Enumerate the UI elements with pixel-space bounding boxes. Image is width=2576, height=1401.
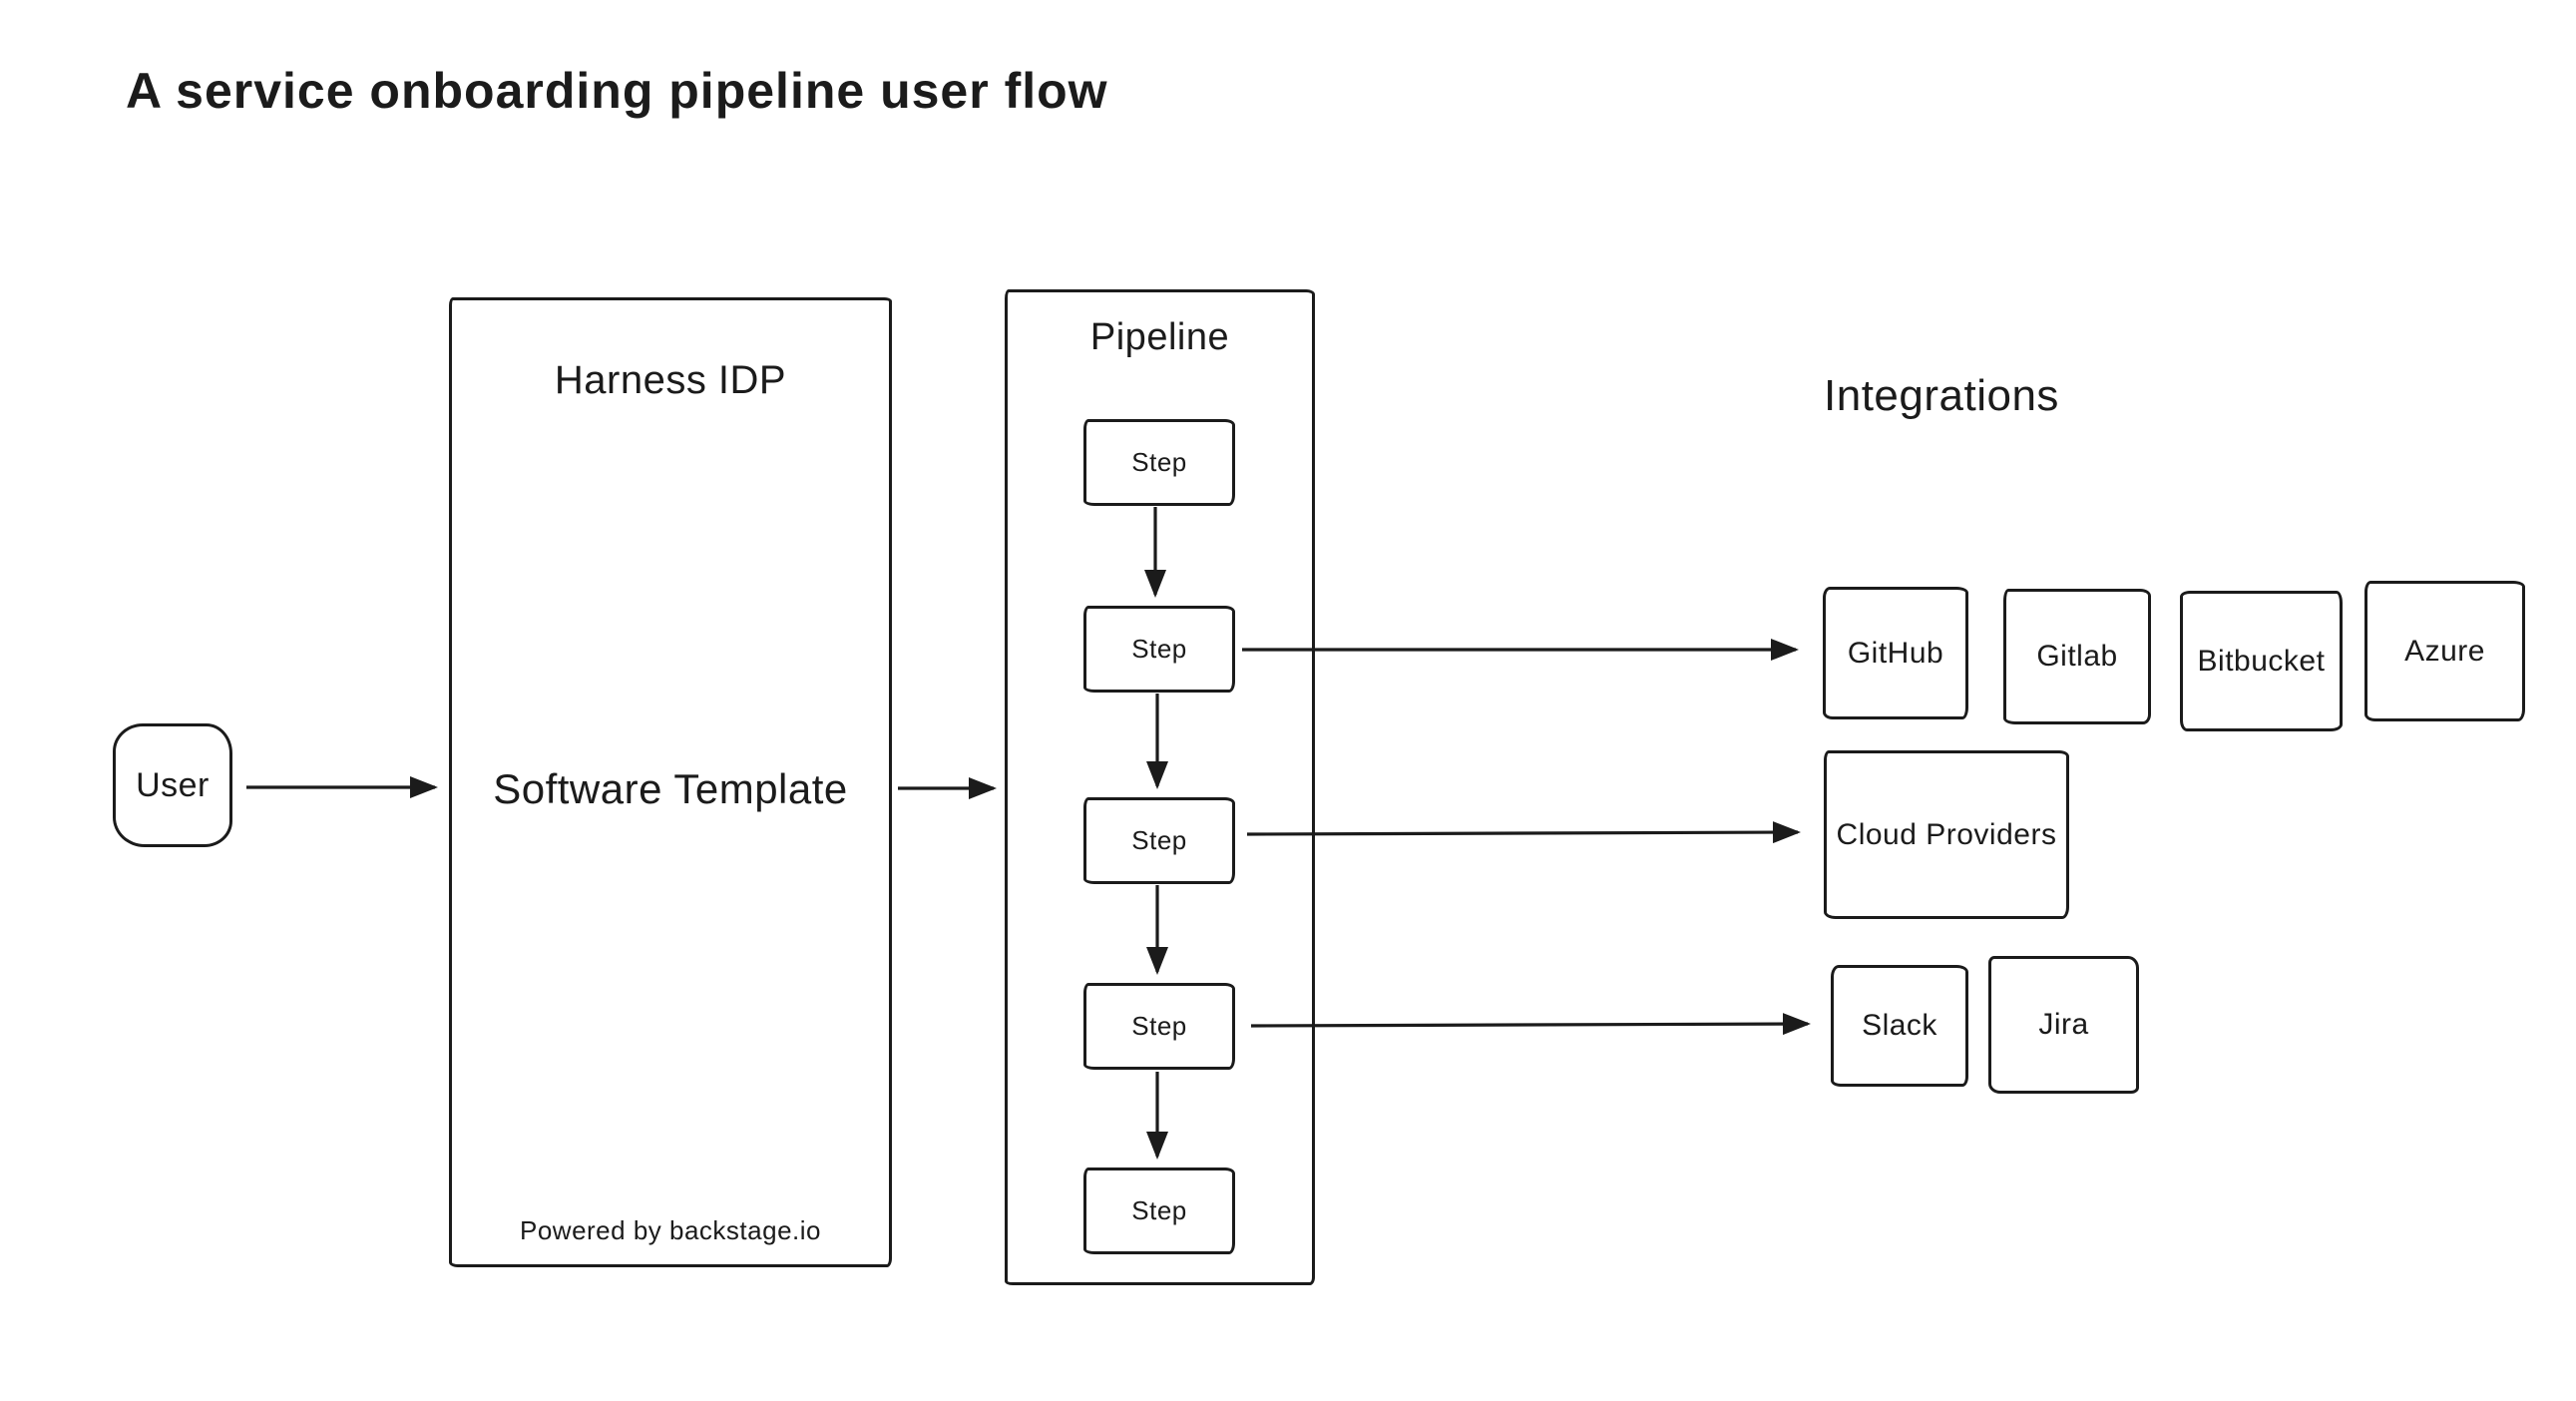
powered-by-label: Powered by backstage.io [519,1215,821,1245]
user-node-label: User [136,765,210,804]
integration-node-slack: Slack [1831,965,1968,1087]
diagram-title: A service onboarding pipeline user flow [126,63,1108,119]
integration-label: Jira [2038,1008,2089,1041]
integration-node-github: GitHub [1823,587,1968,719]
step-label: Step [1131,1195,1187,1225]
harness-idp-title: Harness IDP [554,358,787,402]
integration-label: GitHub [1847,636,1944,670]
integration-label: Cloud Providers [1836,817,2057,851]
step-label: Step [1131,447,1187,477]
step-label: Step [1131,634,1187,664]
arrow-step3-to-cloud [1246,821,1801,844]
harness-idp-node: Harness IDP Software Template Powered by… [449,297,892,1267]
integration-node-cloud-providers: Cloud Providers [1824,750,2069,919]
step-node-3: Step [1083,797,1235,884]
pipeline-node: Pipeline Step Step Step Step Step [1005,289,1315,1285]
step-node-5: Step [1083,1168,1235,1254]
user-node: User [113,723,232,847]
integration-node-bitbucket: Bitbucket [2180,591,2343,731]
integration-node-jira: Jira [1988,956,2139,1094]
step-node-2: Step [1083,606,1235,693]
integration-label: Azure [2404,634,2485,668]
software-template-label: Software Template [493,765,848,812]
integrations-title: Integrations [1824,371,2059,420]
step-label: Step [1131,825,1187,855]
step-node-1: Step [1083,419,1235,506]
integration-label: Slack [1862,1009,1937,1042]
arrow-step4-to-slack [1250,1013,1811,1036]
pipeline-title: Pipeline [1089,316,1230,358]
step-label: Step [1131,1011,1187,1041]
integration-node-gitlab: Gitlab [2003,589,2151,724]
integration-label: Bitbucket [2197,644,2326,678]
integration-node-azure: Azure [2364,581,2525,721]
step-node-4: Step [1083,983,1235,1070]
integration-label: Gitlab [2036,640,2118,673]
